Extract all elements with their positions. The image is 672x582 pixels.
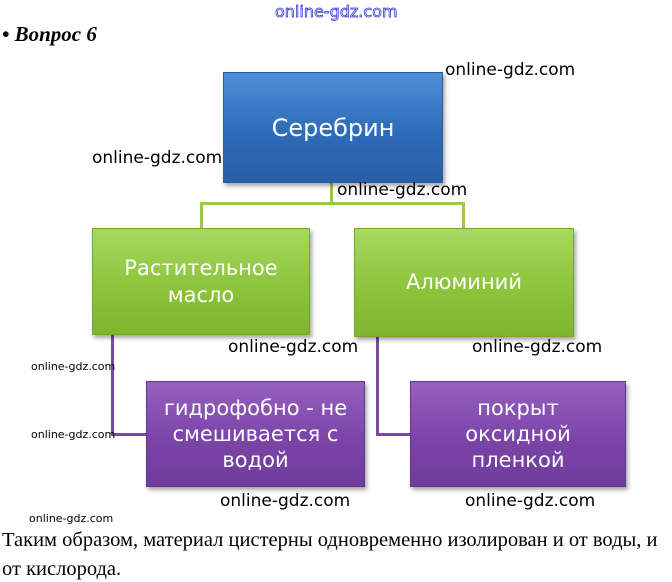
watermark: online-gdz.com — [29, 512, 114, 525]
connector — [330, 181, 333, 204]
connector — [376, 335, 379, 436]
connector — [376, 433, 411, 436]
watermark: online-gdz.com — [228, 337, 359, 357]
node-hydrophobic: гидрофобно - не смешивается с водой — [146, 381, 365, 487]
question-title: • Вопрос 6 — [2, 22, 97, 46]
connector — [462, 202, 465, 229]
watermark: online-gdz.com — [31, 360, 116, 373]
conclusion-text: Таким образом, материал цистерны одновре… — [2, 529, 658, 580]
node-aluminium: Алюминий — [354, 228, 574, 337]
watermark: online-gdz.com — [92, 148, 223, 168]
connector — [200, 202, 203, 229]
watermark: online-gdz.com — [445, 60, 576, 80]
watermark: online-gdz.com — [465, 491, 596, 511]
watermark: online-gdz.com — [220, 491, 351, 511]
watermark: online-gdz.com — [31, 428, 116, 441]
root-node: Серебрин — [223, 72, 443, 183]
watermark: online-gdz.com — [337, 180, 468, 200]
node-vegetable-oil: Растительное масло — [92, 228, 310, 335]
node-oxide-film: покрыт оксидной пленкой — [410, 381, 626, 487]
connector — [200, 202, 465, 205]
connector — [111, 335, 114, 436]
watermark-top: online-gdz.com — [275, 2, 398, 22]
watermark: online-gdz.com — [472, 337, 603, 357]
connector — [111, 433, 147, 436]
